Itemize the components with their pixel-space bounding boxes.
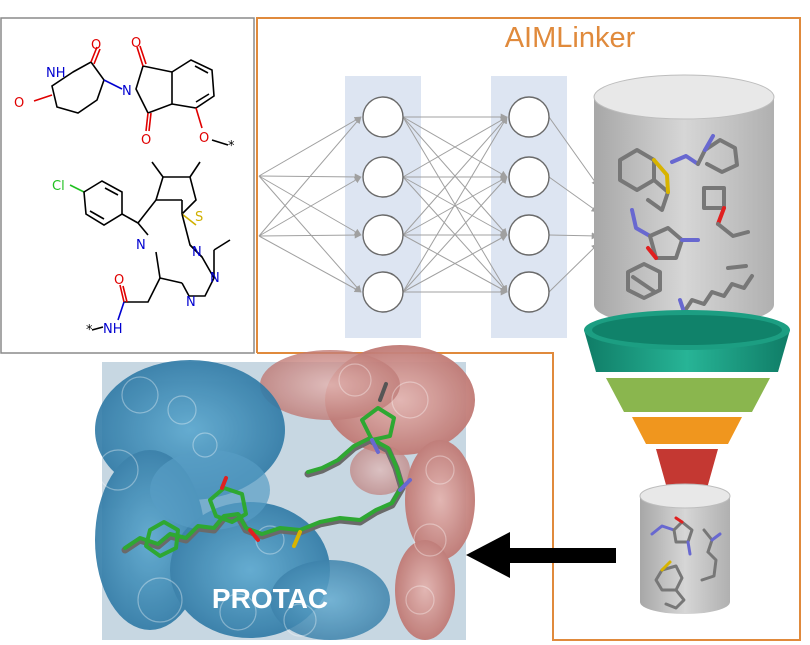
linker-fragment bbox=[626, 262, 662, 300]
atom-label-nh: NH bbox=[46, 66, 66, 81]
atom-label-o: O bbox=[91, 38, 101, 53]
atom-label-n: N bbox=[210, 271, 220, 286]
input-connection bbox=[258, 116, 362, 177]
selected-linkers-cylinder bbox=[639, 483, 731, 614]
linker-fragment bbox=[678, 264, 754, 314]
input-connection bbox=[258, 231, 362, 239]
atom-label-o: O bbox=[14, 96, 24, 111]
network-node-1-2 bbox=[362, 156, 404, 198]
network-connections bbox=[258, 113, 599, 296]
atom-label-nh: NH bbox=[103, 322, 123, 337]
protac-ligand-sticks bbox=[121, 382, 412, 558]
atom-label-n: N bbox=[192, 245, 202, 260]
atom-label-n: N bbox=[122, 84, 132, 99]
hidden-connection bbox=[402, 116, 508, 236]
hidden-connection bbox=[402, 116, 508, 178]
input-connection bbox=[258, 116, 362, 237]
selected-fragment bbox=[654, 560, 686, 610]
input-molecules-panel: O NH O N O O O * bbox=[0, 17, 255, 354]
input-connection bbox=[258, 175, 362, 236]
atom-label-o: O bbox=[114, 273, 124, 288]
hidden-connection bbox=[402, 176, 508, 236]
linker-fragment bbox=[670, 134, 739, 174]
output-connection bbox=[548, 243, 599, 293]
linker-library-cylinder bbox=[593, 74, 775, 327]
protac-structure-image: PROTAC bbox=[95, 345, 475, 640]
atom-label-o: O bbox=[199, 131, 209, 146]
input-connection bbox=[258, 175, 362, 293]
input-connection bbox=[258, 235, 362, 293]
output-connection bbox=[548, 116, 599, 187]
cereblon-ligand-structure bbox=[33, 45, 229, 146]
hidden-connection bbox=[402, 234, 508, 293]
brd4-ligand-structure bbox=[69, 161, 231, 331]
protac-label: PROTAC bbox=[212, 583, 328, 614]
hidden-connection bbox=[402, 116, 508, 293]
attachment-point: * bbox=[228, 139, 235, 154]
network-node-2-3 bbox=[508, 214, 550, 256]
output-connection bbox=[548, 232, 599, 240]
network-node-2-4 bbox=[508, 271, 550, 313]
network-node-1-3 bbox=[362, 214, 404, 256]
aimlinker-title: AIMLinker bbox=[505, 22, 636, 54]
output-arrow bbox=[466, 532, 616, 578]
network-node-1-1 bbox=[362, 96, 404, 138]
network-nodes bbox=[362, 96, 550, 313]
atom-label-n: N bbox=[186, 295, 196, 310]
hidden-connection bbox=[402, 176, 508, 293]
network-node-1-4 bbox=[362, 271, 404, 313]
aimlinker-frame bbox=[256, 17, 801, 641]
output-connection bbox=[548, 176, 599, 213]
linker-fragment bbox=[630, 208, 700, 260]
linker-fragment bbox=[702, 186, 750, 238]
neural-network bbox=[258, 76, 599, 338]
selected-fragment bbox=[650, 516, 694, 556]
network-node-2-2 bbox=[508, 156, 550, 198]
atom-label-o: O bbox=[141, 133, 151, 148]
atom-label-o: O bbox=[131, 36, 141, 51]
linker-fragment bbox=[618, 148, 670, 212]
atom-label-s: S bbox=[195, 210, 203, 225]
atom-label-n: N bbox=[136, 238, 146, 253]
selected-fragment bbox=[700, 528, 722, 582]
atom-label-cl: Cl bbox=[52, 179, 65, 194]
input-connection bbox=[258, 176, 362, 237]
filter-funnel bbox=[584, 310, 790, 492]
attachment-point: * bbox=[86, 323, 93, 338]
network-node-2-1 bbox=[508, 96, 550, 138]
